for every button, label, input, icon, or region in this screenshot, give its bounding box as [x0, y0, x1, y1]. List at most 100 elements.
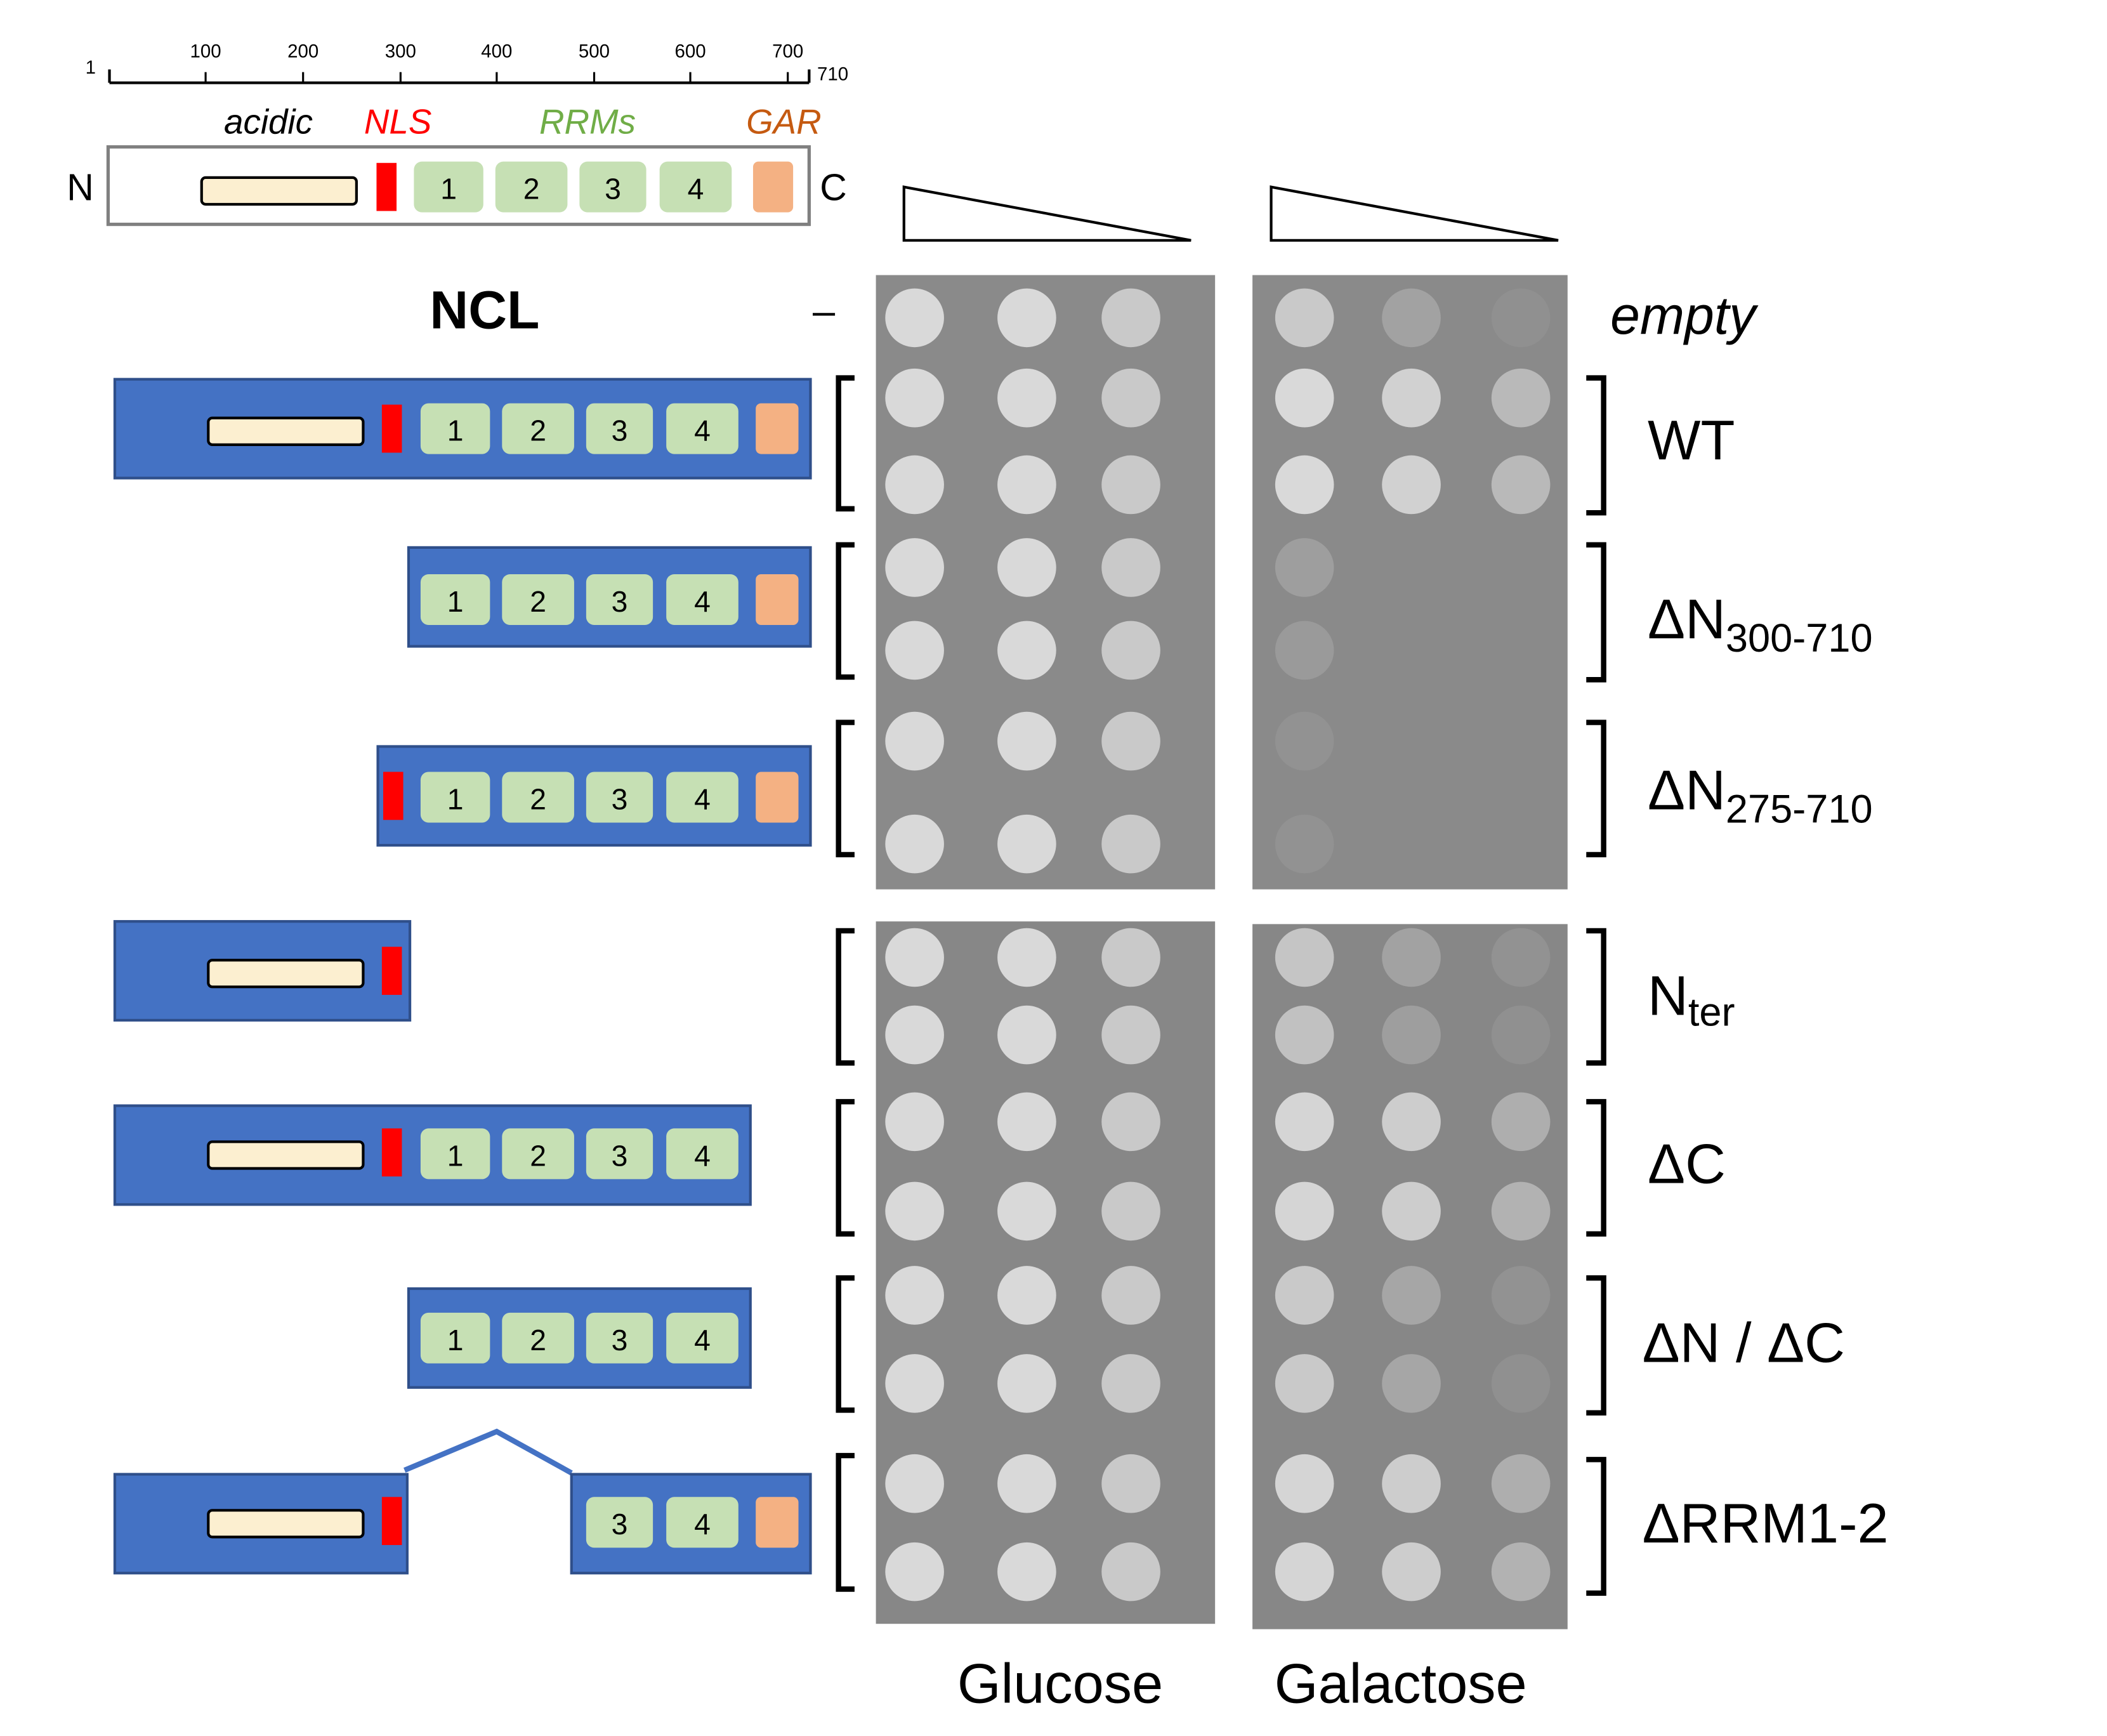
glucose-colony-spot — [1101, 928, 1160, 987]
scale-tick-label: 700 — [772, 41, 803, 62]
rrm-number: 1 — [447, 585, 464, 618]
rrm-number: 4 — [694, 1508, 711, 1541]
gar-domain — [756, 574, 799, 625]
glucose-colony-spot — [997, 1454, 1056, 1513]
glucose-colony-spot — [885, 1542, 944, 1601]
label-main: ΔN — [1648, 758, 1726, 821]
rrm-number: 2 — [530, 1324, 546, 1357]
rrm-3-domain — [586, 403, 653, 454]
gar-domain — [756, 772, 799, 823]
reference-protein-map: N 1 2 3 4 C — [67, 145, 847, 227]
right-brackets — [1586, 375, 1606, 1596]
galactose-colony-spot — [1491, 1354, 1551, 1413]
label-subscript: ter — [1688, 990, 1735, 1034]
glucose-colony-spot — [997, 1005, 1056, 1065]
glucose-colony-spot — [997, 928, 1056, 987]
right-bracket — [1586, 1457, 1606, 1596]
galactose-colony-spot — [1275, 288, 1334, 348]
galactose-colony-spot — [1382, 1454, 1441, 1513]
scale-tick-label: 600 — [674, 41, 706, 62]
galactose-colony-spot — [1491, 1092, 1551, 1152]
rrm-2-domain — [502, 1312, 574, 1364]
acidic-label: acidic — [224, 102, 313, 141]
gar-domain — [752, 161, 794, 213]
rrm-1-domain — [420, 403, 490, 454]
construct-label-dc: ΔC — [1648, 1133, 1726, 1195]
scale-tick-label: 500 — [579, 41, 610, 62]
glucose-colony-spot — [997, 455, 1056, 515]
glucose-colony-spot — [1101, 1181, 1160, 1241]
rrm-number: 3 — [605, 173, 621, 206]
scale-tick-label: 100 — [190, 41, 221, 62]
right-bracket — [1586, 720, 1606, 858]
rrm-1-domain — [420, 772, 490, 823]
galactose-colony-spot — [1275, 1266, 1334, 1325]
residue-scale: 1 100 200 300 400 500 600 700 710 — [86, 41, 848, 84]
left-bracket — [836, 375, 855, 512]
glucose-colony-spot — [997, 1092, 1056, 1152]
rrm-3-domain — [586, 772, 653, 823]
nls-domain — [383, 772, 404, 820]
rrm-number: 1 — [447, 782, 464, 815]
label-main: WT — [1648, 409, 1735, 471]
right-bracket — [1586, 542, 1606, 683]
acidic-domain — [200, 176, 358, 206]
galactose-colony-spot — [1275, 1354, 1334, 1413]
glucose-colony-spot — [885, 814, 944, 874]
rrm-number: 3 — [612, 414, 628, 447]
rrm-number: 4 — [688, 173, 704, 206]
n-terminus-label: N — [67, 168, 94, 209]
galactose-colony-spot — [1275, 1454, 1334, 1513]
construct-dn-275-710: 1 2 3 4 — [376, 745, 812, 847]
galactose-colony-spot — [1382, 1266, 1441, 1325]
galactose-colony-spot — [1491, 928, 1551, 987]
gar-domain — [756, 403, 799, 454]
glucose-colony-spot — [997, 1542, 1056, 1601]
construct-wt: 1 2 3 4 — [113, 378, 812, 480]
glucose-colony-spot — [1101, 455, 1160, 515]
rrm-2-domain — [502, 1128, 574, 1180]
rrm-4-domain — [666, 403, 738, 454]
rrm-number: 2 — [530, 414, 546, 447]
glucose-colony-spot — [1101, 1542, 1160, 1601]
glucose-colony-spot — [885, 928, 944, 987]
galactose-colony-spot — [1275, 1542, 1334, 1601]
glucose-colony-spot — [997, 711, 1056, 771]
galactose-label: Galactose — [1275, 1652, 1527, 1714]
rrm-3-domain — [586, 574, 653, 625]
ncl-title: NCL — [430, 280, 539, 340]
galactose-colony-spot — [1275, 711, 1334, 771]
nls-domain — [381, 1497, 402, 1546]
glucose-label: Glucose — [957, 1652, 1163, 1714]
construct-label-nter: Nter — [1648, 964, 1735, 1035]
rrm-1-domain — [420, 1128, 490, 1180]
rrm-3-domain — [586, 1128, 653, 1180]
construct-label-drrm1-2: ΔRRM1-2 — [1643, 1492, 1889, 1555]
rrm-1-domain — [420, 574, 490, 625]
glucose-colony-spot — [1101, 538, 1160, 597]
glucose-colony-spot — [885, 368, 944, 428]
glucose-colony-spot — [1101, 1454, 1160, 1513]
glucose-colony-spot — [885, 1454, 944, 1513]
nls-domain — [381, 404, 402, 453]
glucose-colony-spot — [1101, 814, 1160, 874]
rrm-number: 1 — [440, 173, 457, 206]
nls-domain — [376, 162, 397, 211]
rrm-number: 3 — [612, 1508, 628, 1541]
construct-label-dn-dc: ΔN / ΔC — [1643, 1312, 1845, 1374]
glucose-colony-spot — [997, 1354, 1056, 1413]
rrm-number: 3 — [612, 1139, 628, 1172]
galactose-dilution-wedge — [1270, 185, 1559, 242]
left-bracket — [836, 1099, 855, 1237]
label-subscript: 275-710 — [1726, 787, 1873, 831]
glucose-colony-spot — [1101, 368, 1160, 428]
galactose-colony-spot — [1491, 288, 1551, 348]
rrms-label: RRMs — [539, 102, 636, 141]
glucose-colony-spot — [885, 288, 944, 348]
construct-dc: 1 2 3 4 — [113, 1104, 752, 1206]
galactose-colony-spot — [1491, 1542, 1551, 1601]
rrm-3-domain — [586, 1312, 653, 1364]
acidic-domain — [207, 416, 365, 446]
rrm-number: 3 — [612, 1324, 628, 1357]
